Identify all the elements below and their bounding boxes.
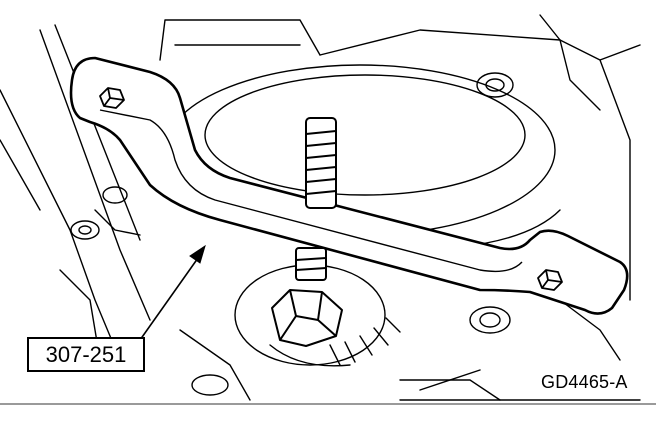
hex-bolt-icon (99, 87, 125, 109)
divider (0, 403, 656, 405)
callout-label: 307-251 (27, 337, 145, 372)
figure-id-label: GD4465-A (541, 372, 628, 392)
callout-arrow-icon (139, 244, 206, 341)
forcing-screw (271, 117, 343, 347)
hex-bolt-icon (537, 269, 563, 291)
tool-bracket (69, 56, 629, 315)
